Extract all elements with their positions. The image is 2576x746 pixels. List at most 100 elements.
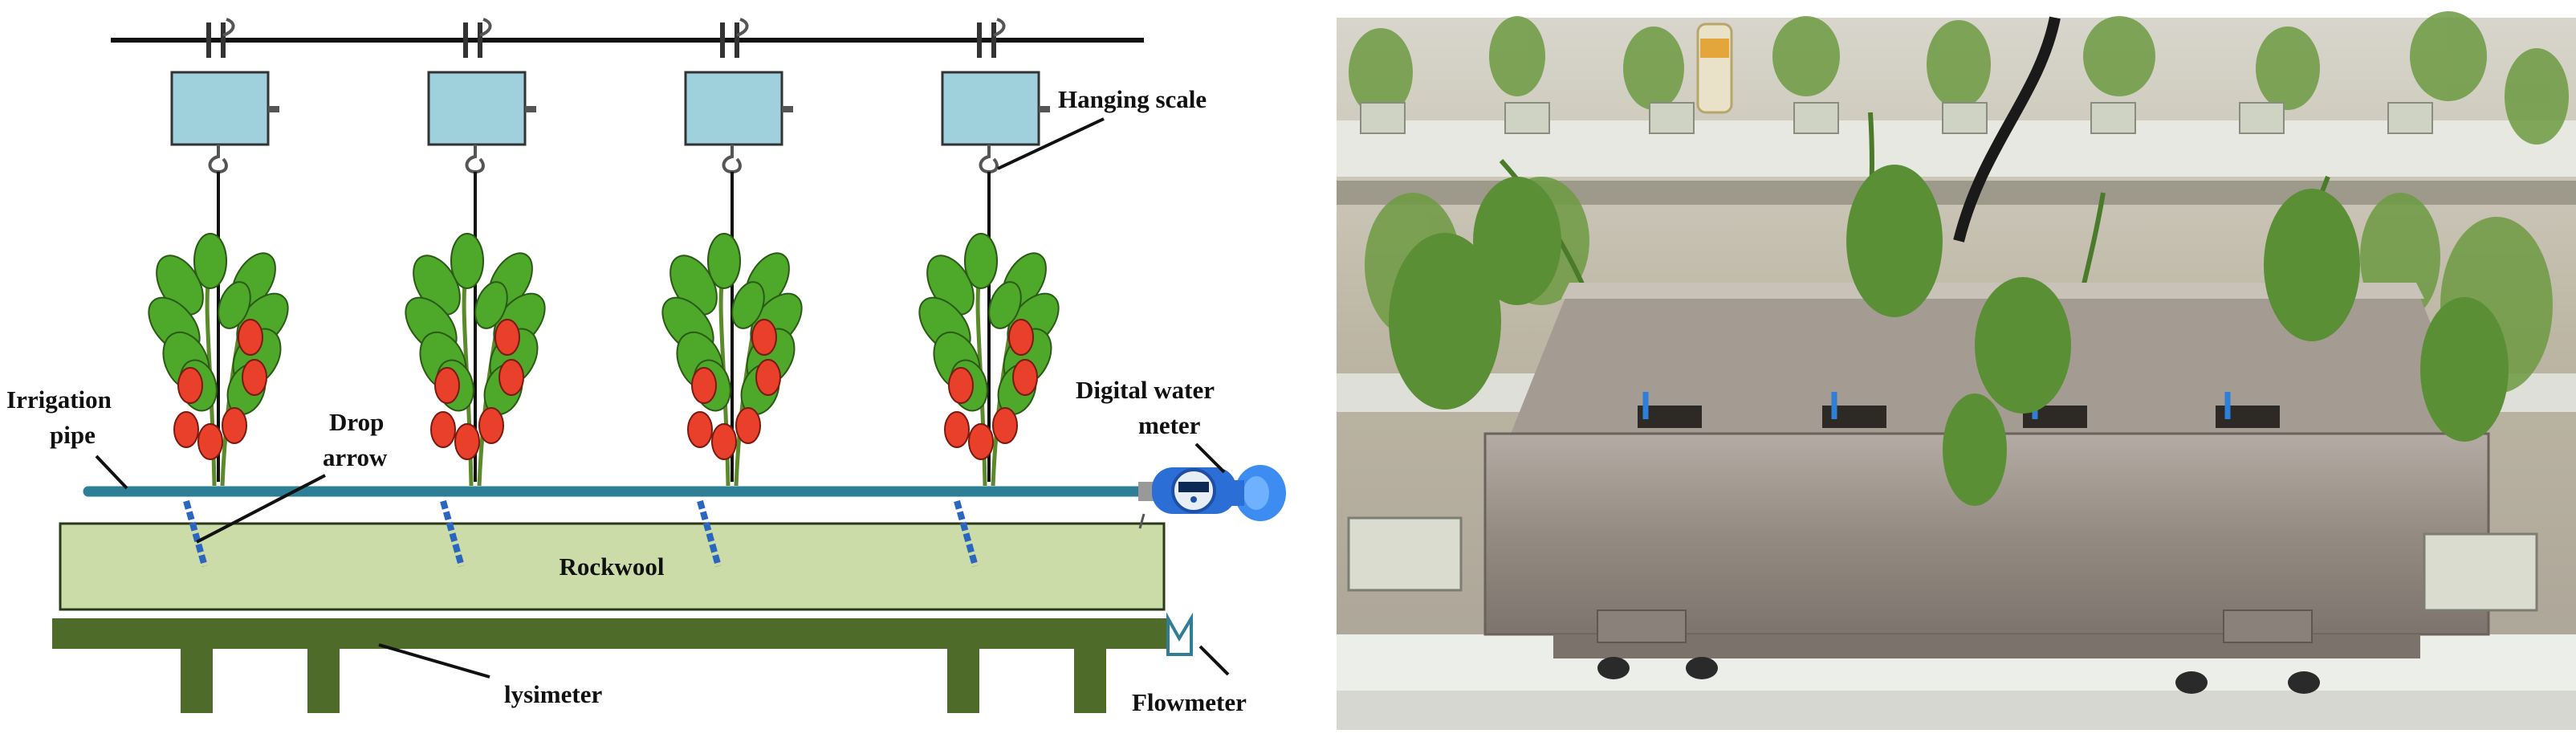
hanging-scale-leader [997, 117, 1105, 170]
tomato-icon [735, 407, 761, 444]
digital-water-meter-label-line1: Digital water [1076, 376, 1215, 404]
lysimeter-leg [947, 649, 979, 713]
lysimeter-leg [181, 649, 213, 713]
tomato-icon [430, 411, 456, 448]
tray-bracket [1597, 609, 1687, 643]
hanging-scale-body [684, 71, 783, 146]
irrigation-pipe-label-line1: Irrigation [6, 385, 112, 414]
lysimeter-leg [1074, 649, 1106, 713]
tomato-icon [691, 367, 717, 404]
tray-rim [1561, 283, 2424, 299]
tray-wheel [1686, 657, 1718, 679]
tomato-icon [173, 411, 199, 448]
scale-hook-mount [720, 22, 739, 58]
tomato-icon [242, 359, 267, 396]
digital-water-meter-icon [1138, 465, 1286, 529]
scale-knob [525, 106, 536, 112]
scale-hook-top [993, 18, 1006, 37]
tomato-icon [944, 411, 970, 448]
digital-water-meter-leader [1194, 442, 1226, 474]
drop-arrow-label-line1: Drop [329, 408, 384, 436]
hanging-scale-body [170, 71, 270, 146]
dripper [697, 499, 722, 568]
irrigation-pipe-leader [95, 455, 128, 490]
scale-hook [722, 145, 742, 174]
tomato-icon [454, 423, 480, 460]
tomato-icon [687, 411, 713, 448]
tray-wheel [2288, 671, 2320, 694]
rockwool-slab [59, 522, 1166, 611]
scale-knob [268, 106, 279, 112]
digital-water-meter-label-line2: meter [1138, 411, 1201, 439]
leaf-icon [964, 233, 998, 289]
leaf-icon [474, 281, 508, 329]
hanging-scale-body [427, 71, 527, 146]
scale-hook [208, 145, 228, 174]
background-cubes [1360, 102, 2433, 134]
leaf-icon [193, 233, 227, 289]
flowmeter-label: Flowmeter [1132, 688, 1247, 716]
rockwool-label: Rockwool [560, 552, 665, 581]
hanging-scale-body [941, 71, 1040, 146]
scale-knob [1039, 106, 1050, 112]
tomato-icon [499, 359, 524, 396]
lysimeter-platform [52, 618, 1170, 649]
tomato-icon [711, 423, 737, 460]
side-cube [2423, 532, 2538, 612]
drip-bottle-label [1700, 39, 1729, 58]
scale-hook-mount [206, 22, 226, 58]
leaf-icon [731, 281, 765, 329]
front-foliage [1389, 165, 2509, 506]
drop-arrow-leader [196, 474, 326, 544]
drip-bottle [1696, 22, 1733, 114]
tomato-icon [177, 367, 203, 404]
plant-units [148, 18, 1060, 487]
scale-hook [465, 145, 485, 174]
lysimeter-leg [307, 649, 340, 713]
drip-tube [1953, 16, 2061, 243]
leaf-icon [988, 281, 1022, 329]
tray-wheel [2175, 671, 2208, 694]
tomato-icon [238, 319, 263, 356]
tomato-icon [494, 319, 520, 356]
flowmeter-icon [1166, 612, 1193, 656]
lysimeter-leader [378, 643, 490, 679]
tomato-icon [948, 367, 974, 404]
tomato-icon [478, 407, 504, 444]
schematic-diagram: Rockwool [6, 18, 1286, 716]
drop-arrow-label-line2: arrow [323, 443, 388, 471]
steel-tray [1483, 283, 2490, 694]
lysimeter-label: lysimeter [504, 680, 602, 708]
lysimeter-photo [1337, 11, 2576, 730]
tomato-icon [1012, 359, 1038, 396]
tray-wheel [1597, 657, 1630, 679]
plant-unit [148, 18, 289, 487]
tomato-icon [1008, 319, 1034, 356]
plant-unit [918, 18, 1060, 487]
irrigation-pipe-label-line2: pipe [50, 421, 96, 449]
tomato-icon [992, 407, 1018, 444]
drippers [183, 499, 979, 568]
dripper [954, 499, 979, 568]
leaf-icon [218, 281, 251, 329]
tomato-icon [197, 423, 223, 460]
lysimeter [52, 618, 1170, 713]
tomato-icon [222, 407, 247, 444]
leaf-icon [450, 233, 484, 289]
tomato-icon [751, 319, 777, 356]
scale-hook-top [479, 18, 492, 37]
scale-hook [979, 145, 999, 174]
dripper [440, 499, 465, 568]
hanging-scale-label: Hanging scale [1058, 85, 1207, 113]
scale-hook-mount [463, 22, 482, 58]
flowmeter-leader [1198, 645, 1230, 676]
tray-bracket [2223, 609, 2313, 643]
tomato-icon [968, 423, 994, 460]
scale-hook-top [736, 18, 749, 37]
foreground-slab-shadow [1337, 691, 2576, 730]
plant-unit [661, 18, 803, 487]
tomato-icon [434, 367, 460, 404]
scale-knob [782, 106, 793, 112]
plant-unit [405, 18, 546, 487]
